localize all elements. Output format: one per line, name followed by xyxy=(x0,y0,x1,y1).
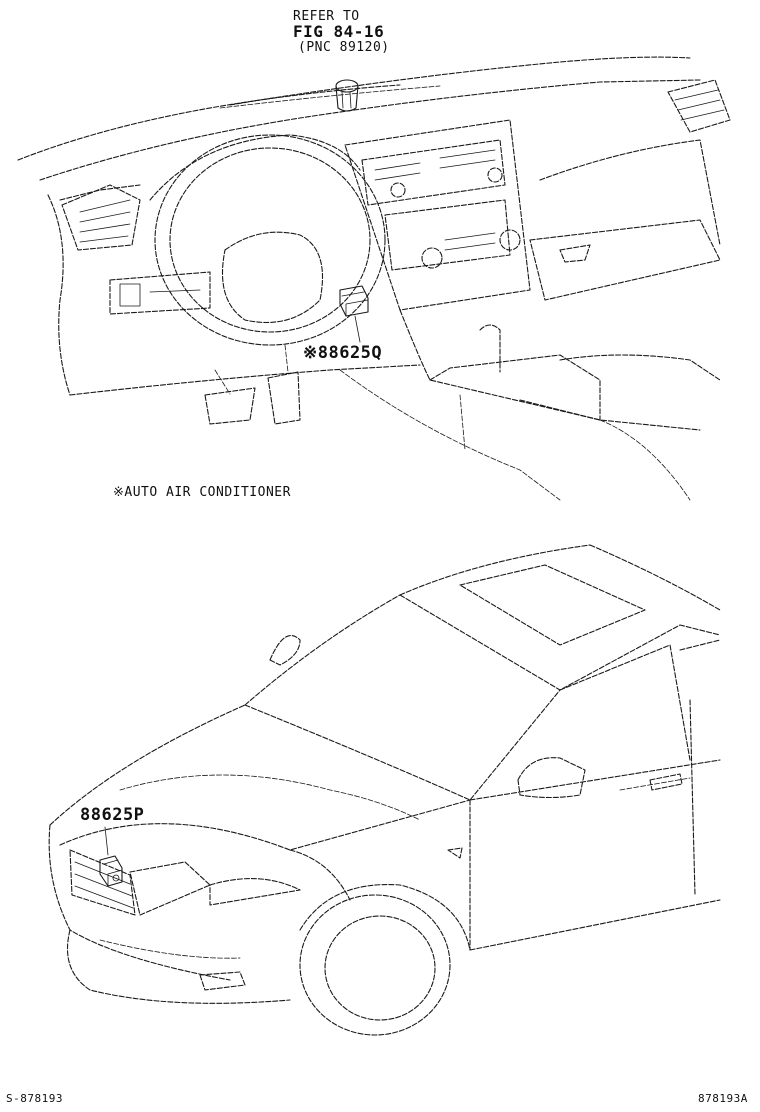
auto-air-conditioner-note: ※AUTO AIR CONDITIONER xyxy=(113,485,291,500)
pnc-reference-label: (PNC 89120) xyxy=(298,40,390,55)
vehicle-illustration xyxy=(48,544,721,1036)
illustration-code-left: S-878193 xyxy=(6,1092,63,1105)
refer-to-label: REFER TO xyxy=(293,9,360,24)
solar-sensor-icon xyxy=(335,79,359,112)
figure-reference-label: FIG 84-16 xyxy=(293,22,385,41)
sensor-88625p-icon xyxy=(99,855,123,887)
illustration-code-right: 878193A xyxy=(698,1092,748,1105)
dashboard-illustration xyxy=(17,56,731,501)
part-number-88625p: 88625P xyxy=(80,805,145,825)
sensor-88625q-icon xyxy=(339,285,369,317)
part-number-88625q: ※88625Q xyxy=(303,343,383,363)
